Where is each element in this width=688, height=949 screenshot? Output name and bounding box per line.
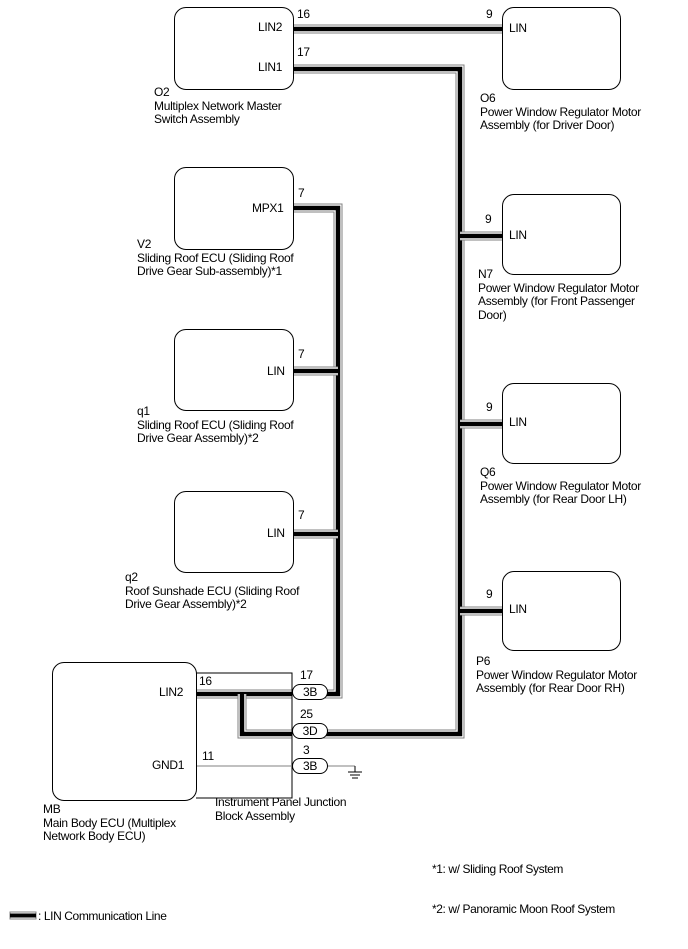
- q6-rear-door-lh-motor-box: [502, 383, 621, 464]
- q1-sliding-roof-ecu-box: [174, 329, 294, 411]
- o2-lin2-pin-number: 16: [297, 7, 310, 21]
- jb-3d-pin-25-number: 25: [300, 707, 313, 721]
- p6-name-line1: Power Window Regulator Motor: [476, 667, 638, 682]
- p6-name-line2: Assembly (for Rear Door RH): [476, 681, 625, 695]
- o2-master-switch-box: [174, 7, 294, 90]
- mb-lin2-pin-number: 16: [199, 674, 212, 688]
- q6-lin-pin-label: LIN: [509, 415, 527, 429]
- jb-3b-pin-3-number: 3: [303, 743, 310, 757]
- p6-label: P6 Power Window Regulator Motor Assembly…: [476, 654, 638, 696]
- q6-label: Q6 Power Window Regulator Motor Assembly…: [480, 465, 642, 507]
- o6-lin-pin-label: LIN: [509, 21, 527, 35]
- junction-block-name-line1: Instrument Panel Junction: [215, 795, 347, 809]
- wire-o2-lin1-to-trunk: [294, 64, 465, 739]
- p6-code: P6: [476, 654, 491, 668]
- o2-lin1-pin-number: 17: [297, 45, 310, 59]
- jb-connector-3b-lin: 3B: [292, 684, 328, 700]
- wire-mb-lin2-to-3d: [237, 694, 292, 739]
- wire-v2-to-sunroof-bus: [294, 203, 343, 699]
- o6-name-line2: Assembly (for Driver Door): [480, 118, 615, 132]
- p6-lin-pin-label: LIN: [509, 602, 527, 616]
- q1-lin-pin-number: 7: [298, 347, 305, 361]
- p6-rear-door-rh-motor-box: [502, 571, 621, 651]
- o6-driver-door-motor-box: [502, 7, 621, 90]
- q1-label: q1 Sliding Roof ECU (Sliding Roof Drive …: [137, 404, 294, 446]
- o2-lin2-pin-label: LIN2: [258, 20, 283, 34]
- q6-lin-pin-number: 9: [486, 400, 493, 414]
- q1-code: q1: [137, 404, 150, 418]
- o2-label: O2 Multiplex Network Master Switch Assem…: [154, 85, 282, 127]
- q2-name-line1: Roof Sunshade ECU (Sliding Roof: [125, 583, 300, 598]
- n7-code: N7: [478, 267, 493, 281]
- jb-connector-3d-lin: 3D: [292, 723, 328, 739]
- ground-icon: [348, 766, 362, 779]
- v2-name-line1: Sliding Roof ECU (Sliding Roof: [137, 250, 294, 265]
- q1-name-line2: Drive Gear Assembly)*2: [137, 431, 259, 445]
- legend-lin-swatch: [9, 911, 37, 920]
- junction-block-outline: [196, 672, 293, 799]
- mb-gnd1-pin-number: 11: [202, 749, 214, 763]
- o2-name-line2: Switch Assembly: [154, 112, 240, 126]
- n7-lin-pin-label: LIN: [509, 228, 527, 242]
- q2-roof-sunshade-ecu-box: [174, 491, 294, 573]
- q6-code: Q6: [480, 465, 496, 479]
- o6-label: O6 Power Window Regulator Motor Assembly…: [480, 91, 642, 133]
- n7-name-line1: Power Window Regulator Motor: [478, 280, 640, 295]
- junction-block-label: Instrument Panel Junction Block Assembly: [215, 795, 347, 823]
- mb-main-body-ecu-box: [52, 662, 197, 801]
- mb-label: MB Main Body ECU (Multiplex Network Body…: [43, 802, 176, 844]
- mb-lin2-pin-label: LIN2: [159, 685, 184, 699]
- v2-mpx1-pin-label: MPX1: [252, 201, 284, 215]
- lin-wires: [197, 24, 502, 739]
- v2-code: V2: [137, 237, 152, 251]
- n7-front-passenger-motor-box: [502, 194, 621, 275]
- o6-name-line1: Power Window Regulator Motor: [480, 104, 642, 119]
- v2-name-line2: Drive Gear Sub-assembly)*1: [137, 264, 282, 278]
- q2-lin-pin-number: 7: [298, 508, 305, 522]
- q2-label: q2 Roof Sunshade ECU (Sliding Roof Drive…: [125, 570, 300, 612]
- v2-mpx1-pin-number: 7: [298, 186, 305, 200]
- footnote-2: *2: w/ Panoramic Moon Roof System: [432, 902, 615, 916]
- junction-block-name-line2: Block Assembly: [215, 808, 295, 823]
- p6-lin-pin-number: 9: [486, 587, 493, 601]
- jb-connector-3b-ground: 3B: [292, 758, 328, 774]
- q6-name-line2: Assembly (for Rear Door LH): [480, 492, 627, 506]
- q1-lin-pin-label: LIN: [267, 364, 285, 378]
- mb-name-line2: Network Body ECU): [43, 829, 146, 843]
- mb-name-line1: Main Body ECU (Multiplex: [43, 815, 176, 830]
- o2-lin1-pin-label: LIN1: [258, 60, 283, 74]
- o6-lin-pin-number: 9: [486, 7, 493, 21]
- n7-name-line3: Door): [478, 307, 507, 322]
- n7-lin-pin-number: 9: [485, 212, 492, 226]
- mb-code: MB: [43, 802, 61, 816]
- q2-name-line2: Drive Gear Assembly)*2: [125, 597, 247, 611]
- legend-lin-communication-line: : LIN Communication Line: [38, 909, 167, 923]
- n7-name-line2: Assembly (for Front Passenger: [478, 294, 635, 308]
- mb-gnd1-pin-label: GND1: [152, 758, 185, 772]
- n7-label: N7 Power Window Regulator Motor Assembly…: [478, 267, 640, 322]
- q1-name-line1: Sliding Roof ECU (Sliding Roof: [137, 417, 294, 432]
- q2-lin-pin-label: LIN: [267, 526, 285, 540]
- v2-sliding-roof-ecu-box: [174, 167, 294, 250]
- v2-label: V2 Sliding Roof ECU (Sliding Roof Drive …: [137, 237, 294, 279]
- q2-code: q2: [125, 570, 138, 584]
- o2-name-line1: Multiplex Network Master: [154, 98, 282, 113]
- q6-name-line1: Power Window Regulator Motor: [480, 478, 642, 493]
- footnote-1: *1: w/ Sliding Roof System: [432, 862, 563, 876]
- o2-code: O2: [154, 85, 170, 99]
- jb-3b-pin-17-number: 17: [300, 668, 313, 682]
- o6-code: O6: [480, 91, 496, 105]
